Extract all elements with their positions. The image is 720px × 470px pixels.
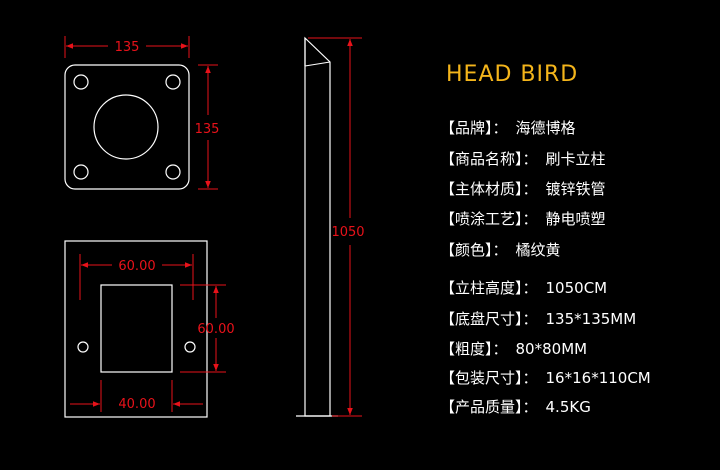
base-plate-drawing [64, 240, 208, 418]
top-plate-width-label: 135 [115, 40, 140, 55]
post-height-label: 1050 [331, 225, 364, 240]
spec-value: 静电喷塑 [545, 210, 606, 228]
spec-label: 【底盘尺寸】： [440, 310, 538, 328]
spec-row: 【底盘尺寸】： 135*135MM [440, 308, 636, 329]
spec-label: 【喷涂工艺】： [440, 210, 538, 228]
spec-value: 镀锌铁管 [545, 180, 606, 198]
spec-row: 【商品名称】： 刷卡立柱 [440, 148, 606, 169]
spec-row: 【品牌】： 海德博格 [440, 117, 576, 138]
base-height-label: 60.00 [197, 322, 234, 337]
spec-row: 【包装尺寸】： 16*16*110CM [440, 367, 651, 388]
spec-value: 海德博格 [515, 119, 576, 137]
spec-label: 【主体材质】： [440, 180, 538, 198]
spec-row: 【粗度】： 80*80MM [440, 338, 587, 359]
spec-label: 【商品名称】： [440, 150, 538, 168]
top-plate-drawing [64, 64, 190, 190]
spec-value: 4.5KG [545, 398, 591, 416]
bottom-width-label: 40.00 [118, 397, 155, 412]
spec-value: 135*135MM [545, 310, 637, 328]
spec-value: 刷卡立柱 [545, 150, 606, 168]
spec-value: 1050CM [545, 279, 608, 297]
spec-row: 【立柱高度】： 1050CM [440, 277, 607, 298]
spec-label: 【产品质量】： [440, 398, 538, 416]
spec-row: 【产品质量】： 4.5KG [440, 396, 591, 417]
spec-row: 【喷涂工艺】： 静电喷塑 [440, 208, 606, 229]
spec-row: 【颜色】： 橘纹黄 [440, 239, 561, 260]
spec-label: 【立柱高度】： [440, 279, 538, 297]
spec-value: 16*16*110CM [545, 369, 651, 387]
spec-value: 橘纹黄 [515, 241, 561, 259]
brand-title: HEAD BIRD [446, 62, 579, 87]
spec-row: 【主体材质】： 镀锌铁管 [440, 178, 606, 199]
spec-label: 【品牌】： [440, 119, 508, 137]
base-width-dimension: 60.00 [79, 254, 194, 300]
base-height-dimension: 60.00 [180, 284, 235, 373]
top-plate-height-label: 135 [195, 122, 220, 137]
bottom-width-dimension: 40.00 [70, 380, 203, 412]
top-plate-height-dimension: 135 [195, 64, 220, 190]
base-width-label: 60.00 [118, 259, 155, 274]
spec-value: 80*80MM [515, 340, 588, 358]
post-side-view [296, 36, 338, 417]
top-plate-width-dimension: 135 [64, 36, 190, 58]
spec-label: 【粗度】： [440, 340, 508, 358]
spec-label: 【包装尺寸】： [440, 369, 538, 387]
post-height-dimension: 1050 [308, 37, 365, 417]
spec-label: 【颜色】： [440, 241, 508, 259]
